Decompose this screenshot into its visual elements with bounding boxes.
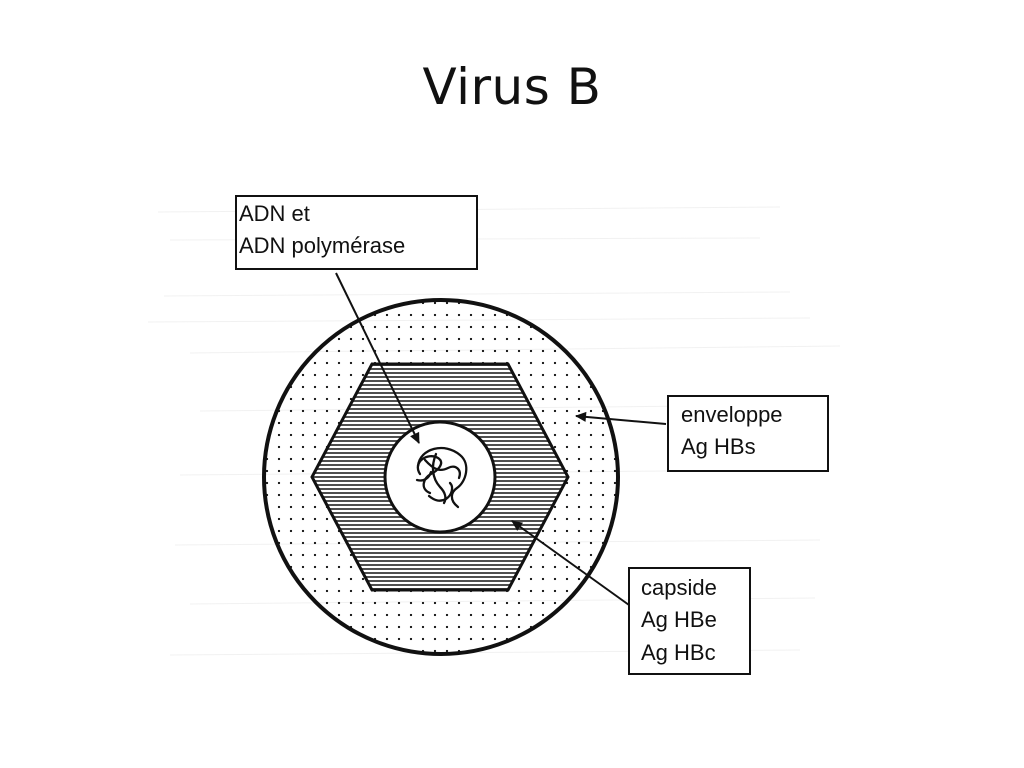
capsid-pointer-arrow	[511, 520, 630, 606]
capsid-label-line-2: Ag HBe	[641, 607, 717, 632]
dna-label-line-2: ADN polymérase	[239, 233, 405, 258]
envelope-label-line-2: Ag HBs	[681, 434, 756, 459]
dna-knot-icon	[415, 446, 468, 509]
dna-label-line-1: ADN et	[239, 201, 310, 226]
dna-pointer-arrow	[335, 272, 420, 444]
capsid-label-line-3: Ag HBc	[641, 640, 716, 665]
dna-label-box: ADN et ADN polymérase	[235, 195, 478, 270]
envelope-label-box: enveloppe Ag HBs	[667, 395, 829, 472]
core-circle	[383, 420, 497, 534]
capsid-label-box: capside Ag HBe Ag HBc	[628, 567, 751, 675]
capsid-label-line-1: capside	[641, 575, 717, 600]
envelope-label-line-1: enveloppe	[681, 402, 783, 427]
slide-title: Virus B	[422, 58, 602, 116]
envelope-pointer-arrow	[575, 411, 667, 425]
